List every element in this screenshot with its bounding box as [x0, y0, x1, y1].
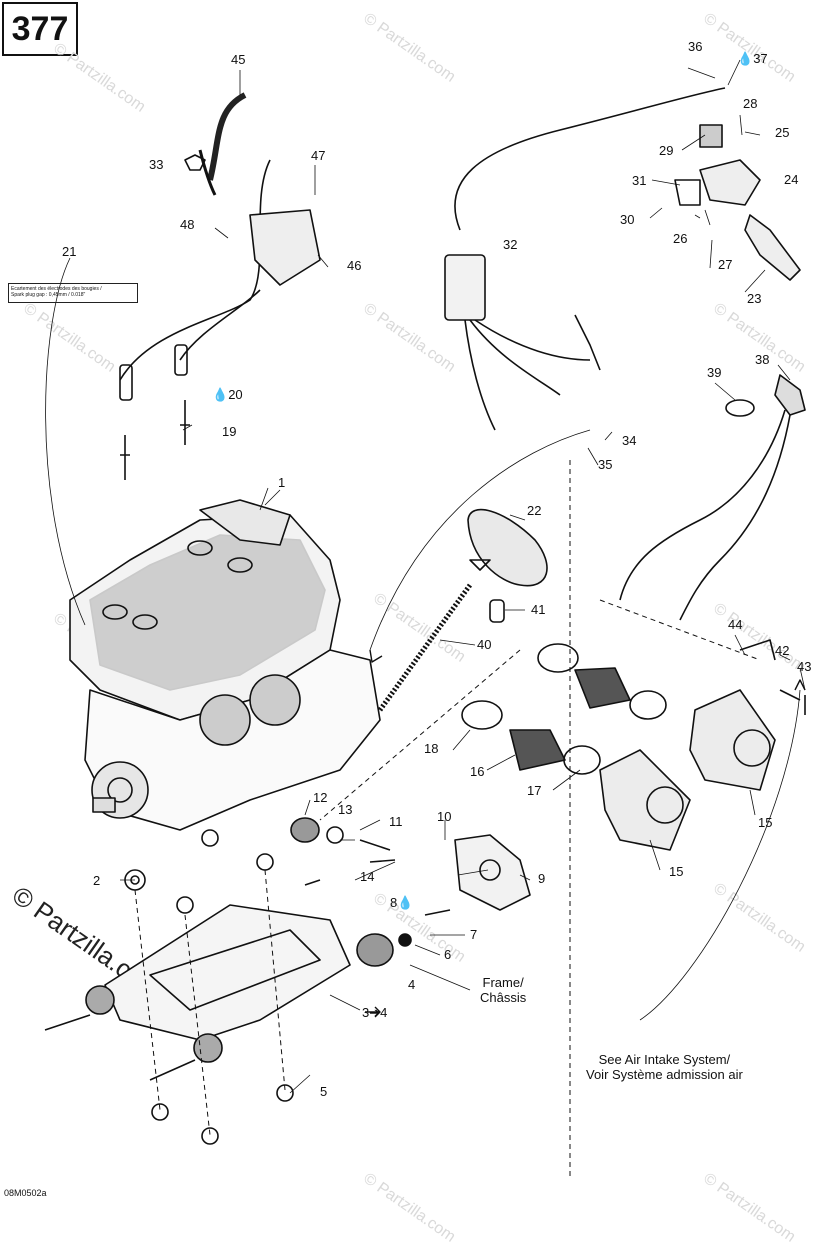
spring-40 [377, 583, 473, 712]
carburetor-15-right [689, 689, 776, 791]
mount-12 [290, 817, 320, 843]
callout-22[interactable]: 22 [527, 503, 542, 518]
boot-16 [509, 729, 566, 771]
callout-36[interactable]: 36 [688, 39, 703, 54]
callout-40[interactable]: 40 [477, 637, 492, 652]
throttle-cable [454, 87, 726, 231]
callout-44[interactable]: 44 [728, 617, 743, 632]
callout-15-left[interactable]: 15 [669, 864, 684, 879]
callout-27[interactable]: 27 [718, 257, 733, 272]
callout-20[interactable]: 💧20 [212, 388, 243, 402]
callout-24[interactable]: 24 [784, 172, 799, 187]
callout-39[interactable]: 39 [707, 365, 722, 380]
callout-34[interactable]: 34 [622, 433, 637, 448]
air-intake-note-line-1: See Air Intake System/ [598, 1052, 731, 1067]
callout-21[interactable]: 21 [62, 244, 77, 259]
callout-17[interactable]: 17 [527, 783, 542, 798]
callout-48[interactable]: 48 [180, 217, 195, 232]
exhaust-port [199, 694, 251, 746]
callout-12[interactable]: 12 [313, 790, 328, 805]
callout-32[interactable]: 32 [503, 237, 518, 252]
callout-7[interactable]: 7 [470, 927, 478, 942]
bracket-9 [454, 834, 531, 911]
spark-plug-gap-note: Ecartement des électrodes des bougies / … [8, 283, 138, 303]
callout-46[interactable]: 46 [347, 258, 362, 273]
callout-11[interactable]: 11 [389, 814, 403, 829]
clamp-18 [461, 700, 503, 730]
callout-31[interactable]: 31 [632, 173, 647, 188]
boot-upper [574, 667, 631, 709]
callout-23[interactable]: 23 [747, 291, 762, 306]
callout-6[interactable]: 6 [444, 947, 452, 962]
callout-47[interactable]: 47 [311, 148, 326, 163]
callout-4[interactable]: 4 [408, 977, 416, 992]
carburetor-15-left [599, 749, 691, 851]
callout-3[interactable]: 3➔4 [362, 1005, 388, 1020]
callout-1[interactable]: 1 [278, 475, 286, 490]
callout-8-label: 8 [390, 895, 398, 910]
spark-gap-line-2: Spark plug gap : 0,45mm / 0.018" [11, 292, 86, 298]
callout-30[interactable]: 30 [620, 212, 635, 227]
engine-head [69, 514, 341, 721]
oil-drop-icon: 💧 [397, 895, 414, 910]
callout-35[interactable]: 35 [598, 457, 613, 472]
callout-2[interactable]: 2 [93, 873, 101, 888]
callout-29[interactable]: 29 [659, 143, 674, 158]
callout-9[interactable]: 9 [538, 871, 546, 886]
callout-13[interactable]: 13 [338, 802, 353, 817]
callout-42[interactable]: 42 [775, 643, 790, 658]
callout-8[interactable]: 8💧 [390, 896, 413, 910]
ignition-coil [249, 209, 321, 286]
callout-18[interactable]: 18 [424, 741, 439, 756]
callout-19[interactable]: 19 [222, 424, 237, 439]
frame-note-line-2: Châssis [480, 990, 527, 1005]
callout-10[interactable]: 10 [437, 809, 452, 824]
callout-37[interactable]: 💧37 [737, 52, 768, 66]
callout-43[interactable]: 43 [797, 659, 812, 674]
callout-25[interactable]: 25 [775, 125, 790, 140]
engine-cover [89, 534, 326, 691]
callout-33[interactable]: 33 [149, 157, 164, 172]
hose-45 [207, 92, 247, 181]
frame-note-line-1: Frame/ [482, 975, 524, 990]
callout-37-label: 37 [753, 51, 768, 66]
callout-45[interactable]: 45 [231, 52, 246, 67]
mount-4 [356, 933, 394, 967]
ignition-wire [119, 159, 271, 381]
spark-plug [120, 400, 190, 480]
callout-5[interactable]: 5 [320, 1084, 328, 1099]
air-intake-note: See Air Intake System/ Voir Système admi… [586, 1052, 743, 1082]
callout-41[interactable]: 41 [531, 602, 546, 617]
oil-drop-icon: 💧 [737, 51, 754, 66]
callout-38[interactable]: 38 [755, 352, 770, 367]
callout-26[interactable]: 26 [673, 231, 688, 246]
rubber-mount [85, 985, 115, 1015]
air-intake-note-line-2: Voir Système admission air [586, 1067, 743, 1082]
switch-38 [774, 374, 806, 416]
throttle-lever [744, 214, 801, 281]
callout-16[interactable]: 16 [470, 764, 485, 779]
callout-28[interactable]: 28 [743, 96, 758, 111]
engine-cradle [104, 904, 351, 1041]
throttle-housing [699, 159, 761, 206]
callout-14[interactable]: 14 [360, 869, 375, 884]
cable-junction [444, 254, 486, 321]
diagram-artwork [44, 59, 806, 1180]
frame-note: Frame/ Châssis [480, 975, 526, 1005]
page-number: 377 [2, 2, 78, 56]
oil-drop-icon: 💧 [212, 387, 229, 402]
airbox-22 [467, 508, 548, 587]
callout-15-right[interactable]: 15 [758, 815, 773, 830]
callout-20-label: 20 [228, 387, 243, 402]
spark-gap-line-1: Ecartement des électrodes des bougies / [11, 286, 102, 292]
diagram-code: 08M0502a [4, 1188, 47, 1198]
